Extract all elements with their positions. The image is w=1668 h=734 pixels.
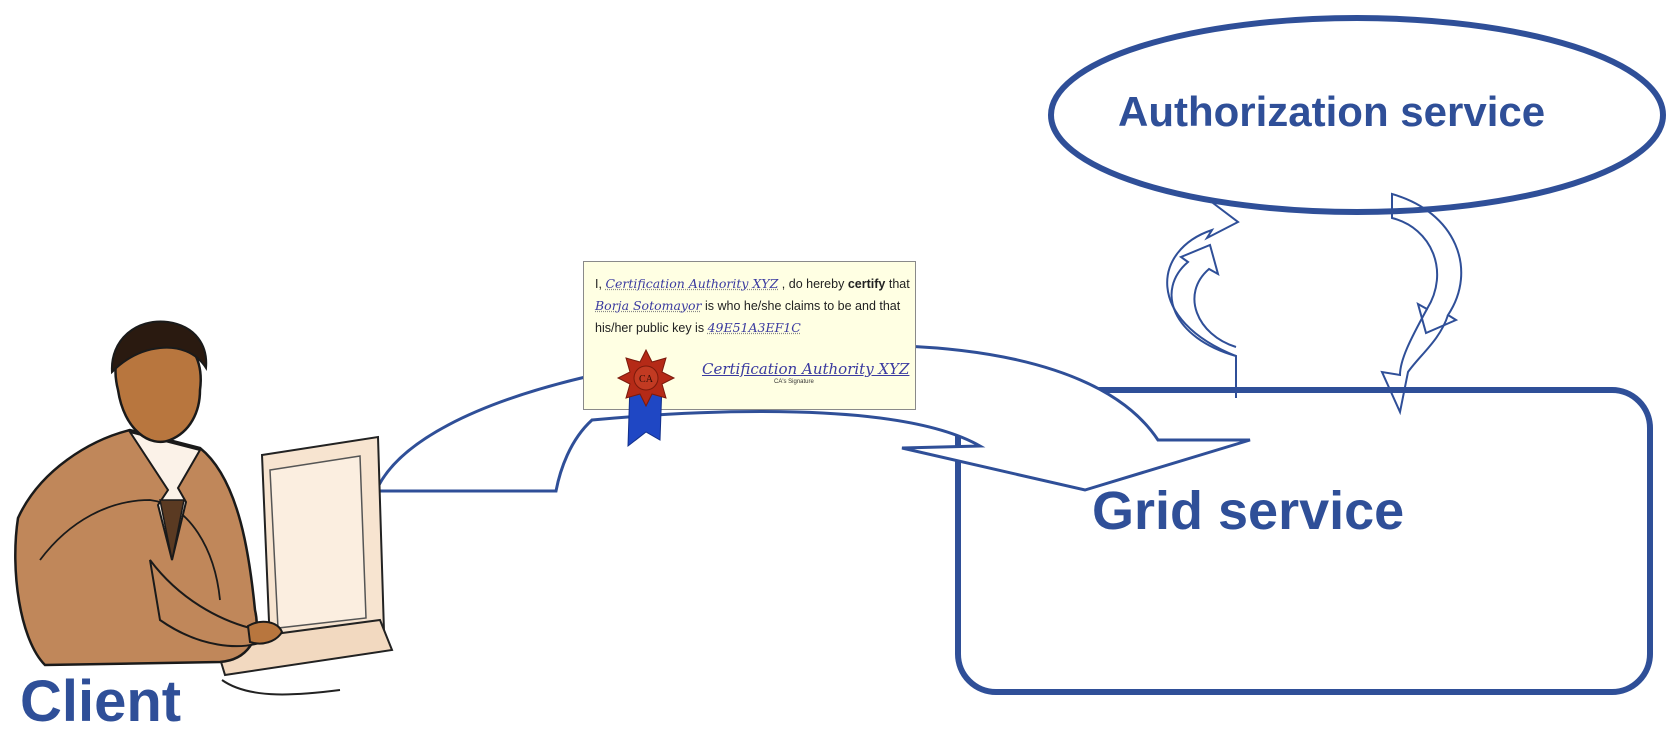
grid-service-label: Grid service: [1092, 480, 1404, 542]
certificate-line-2: Borja Sotomayor is who he/she claims to …: [595, 298, 900, 313]
left-curved-arrow-outer: [1167, 200, 1238, 356]
certificate-line-3: his/her public key is 49E51A3EF1C: [595, 320, 801, 335]
certificate-authority-name: Certification Authority XYZ: [605, 276, 778, 291]
ca-seal-icon: CA: [616, 348, 676, 448]
cert-text: is who he/she claims to be and that: [705, 299, 900, 313]
cert-text: that: [889, 277, 910, 291]
right-curved-arrow-lower: [1382, 309, 1448, 412]
right-curved-arrow: [1392, 194, 1461, 333]
certificate-public-key: 49E51A3EF1C: [708, 320, 801, 335]
exchange-arrows: [1167, 194, 1461, 412]
left-curved-arrow: [1172, 245, 1236, 398]
seal-text: CA: [639, 374, 654, 385]
ca-signature-caption: CA's Signature: [774, 379, 814, 385]
certificate-subject-name: Borja Sotomayor: [595, 298, 702, 313]
certificate: I, Certification Authority XYZ , do here…: [583, 261, 916, 410]
authorization-service-label: Authorization service: [1118, 88, 1545, 136]
certify-word: certify: [848, 277, 886, 291]
client-illustration: [15, 322, 392, 695]
cert-text: , do hereby: [782, 277, 845, 291]
client-label: Client: [20, 672, 181, 732]
cert-text: his/her public key is: [595, 321, 704, 335]
certificate-line-1: I, Certification Authority XYZ , do here…: [595, 276, 910, 291]
ca-signature: Certification Authority XYZ: [702, 360, 909, 378]
cert-text: I,: [595, 277, 602, 291]
